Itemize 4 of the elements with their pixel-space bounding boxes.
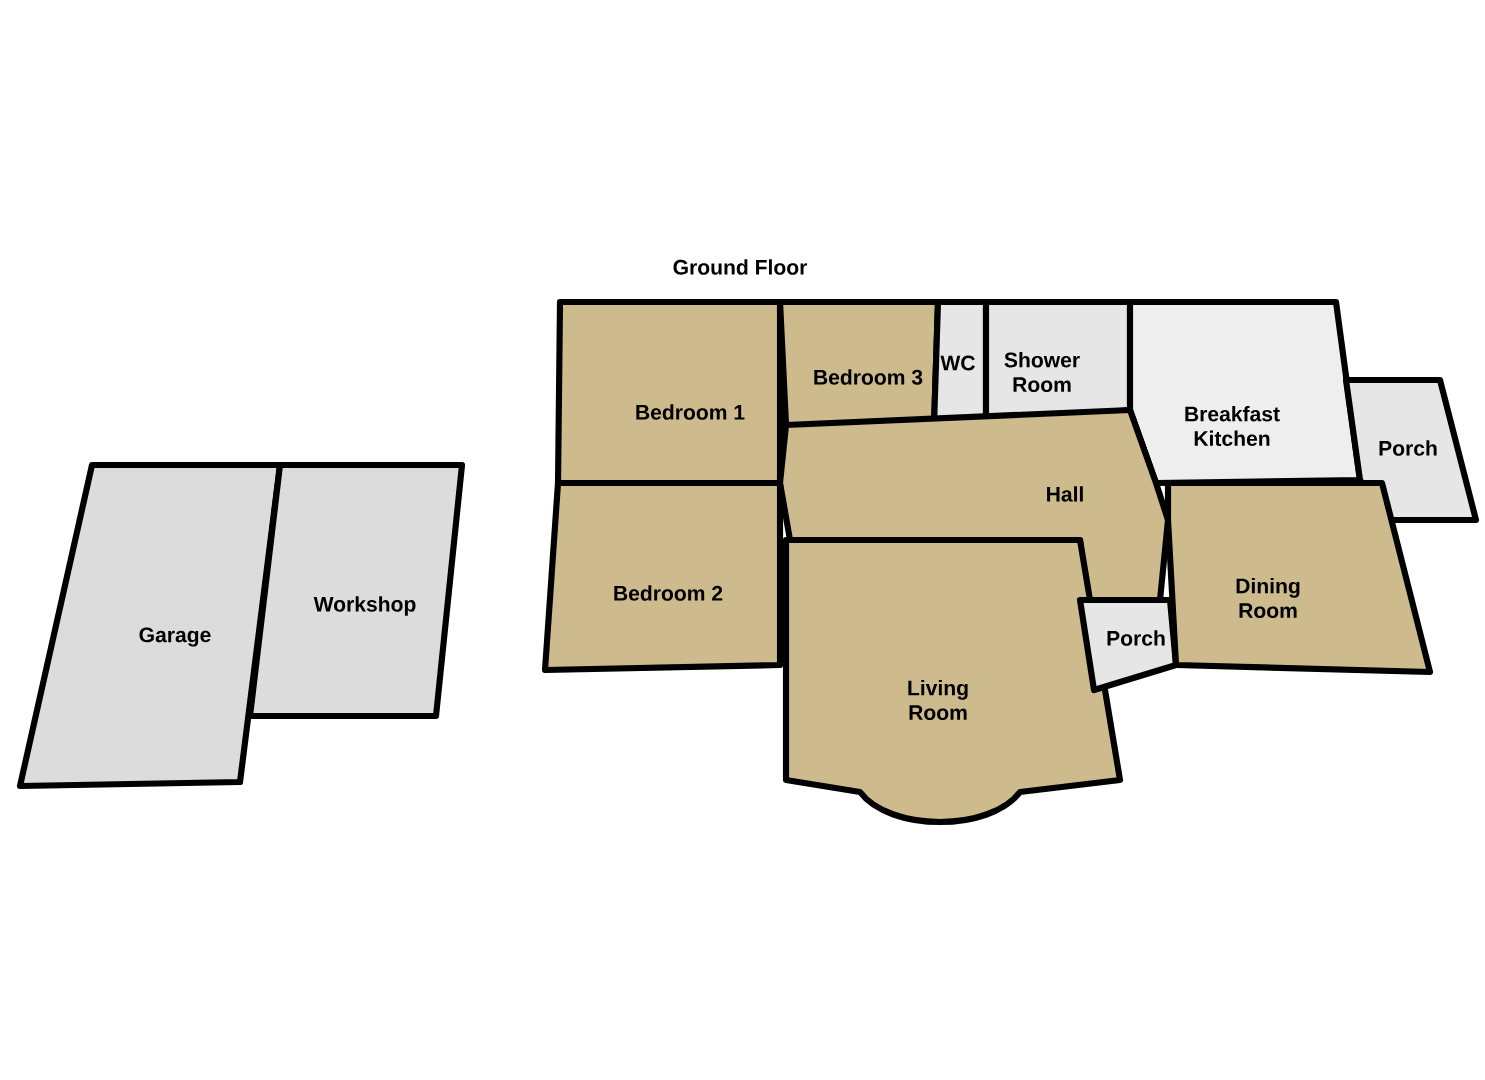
- room-floor: Dining Room: [1164, 479, 1434, 676]
- room-floor: Porch: [1076, 596, 1180, 694]
- floor-title: Ground Floor: [673, 259, 808, 275]
- room-floor: Porch: [1342, 376, 1480, 524]
